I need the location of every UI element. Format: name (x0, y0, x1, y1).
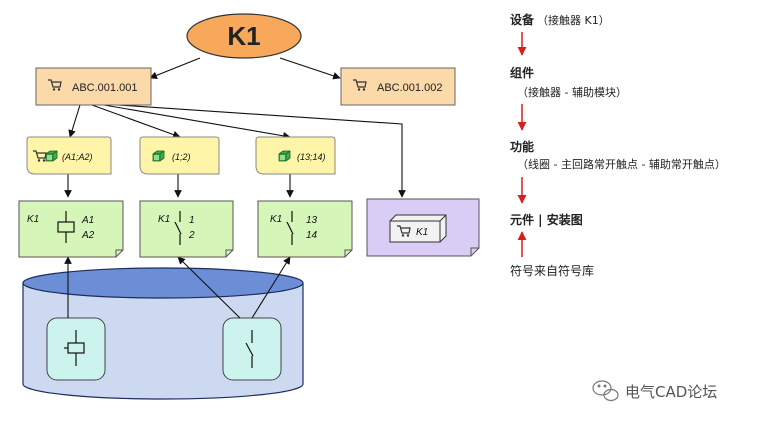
watermark: 电气CAD论坛 (592, 380, 717, 402)
symbol-node-contact-1[interactable]: K1 1 2 (139, 200, 234, 258)
function-node-2[interactable]: (1;2) (139, 136, 220, 175)
edge-component-to-function-3 (103, 104, 291, 140)
symbol-node-coil[interactable]: K1 A1 A2 (18, 200, 124, 258)
legend: 设备 （接触器 K1） 组件 （接触器 - 辅助模块） 功能 （线圈 - 主回路… (510, 12, 726, 278)
symbol-pin-top: 1 (189, 215, 195, 226)
edge-component-to-part (117, 104, 406, 198)
component-label: ABC.001.001 (72, 82, 137, 94)
function-node-1[interactable]: (A1;A2) (26, 136, 112, 175)
watermark-text: 电气CAD论坛 (625, 383, 717, 401)
cube-icon (152, 150, 165, 162)
symbol-tag: K1 (158, 214, 170, 225)
legend-symbol-source: 符号来自符号库 (510, 263, 594, 278)
symbol-pin-top: 13 (306, 215, 318, 226)
function-label: (A1;A2) (62, 152, 93, 162)
legend-function-detail: （线圈 - 主回路常开触点 - 辅助常开触点） (517, 157, 726, 171)
symbol-pin-bottom: A2 (81, 230, 95, 241)
edge-library-to-symbol-3 (251, 256, 291, 319)
library-coil-card[interactable] (46, 317, 106, 381)
component-node-2[interactable]: ABC.001.002 (340, 67, 456, 106)
part-label: K1 (416, 227, 428, 238)
symbol-pin-top: A1 (81, 215, 94, 226)
legend-device-title: 设备 (510, 12, 535, 27)
connectors (64, 57, 406, 198)
library-contact-card[interactable] (222, 317, 282, 381)
edge-root-to-component-1 (149, 57, 201, 80)
component-label: ABC.001.002 (377, 82, 442, 94)
symbol-tag: K1 (270, 214, 282, 225)
part-node[interactable]: K1 (366, 198, 480, 257)
legend-component-title: 组件 (510, 65, 534, 80)
cube-icon (278, 150, 291, 162)
edge-component-to-function-1 (68, 104, 81, 138)
root-node[interactable]: K1 (186, 13, 302, 59)
cube-icon (45, 150, 58, 162)
root-label: K1 (227, 21, 260, 51)
legend-component-detail: （接触器 - 辅助模块） (517, 85, 627, 99)
function-label: (1;2) (172, 152, 191, 162)
edge-root-to-component-2 (279, 57, 341, 80)
symbol-pin-bottom: 14 (306, 230, 318, 241)
contact-symbol (174, 221, 182, 235)
symbol-library (22, 267, 304, 400)
symbol-node-contact-2[interactable]: K1 13 14 (257, 200, 353, 258)
edge-library-to-symbol-2 (177, 256, 241, 319)
contact-symbol (286, 221, 294, 235)
edge-component-to-function-2 (91, 104, 181, 139)
function-node-3[interactable]: (13;14) (255, 136, 336, 175)
function-label: (13;14) (297, 152, 326, 162)
wechat-icon (592, 380, 619, 402)
legend-part-title: 元件 | 安装图 (510, 212, 583, 227)
legend-device-detail: （接触器 K1） (537, 13, 610, 27)
component-node-1[interactable]: ABC.001.001 (35, 67, 152, 106)
symbol-pin-bottom: 2 (188, 230, 195, 241)
legend-function-title: 功能 (510, 139, 534, 154)
library-links (64, 256, 291, 319)
symbol-tag: K1 (27, 214, 39, 225)
